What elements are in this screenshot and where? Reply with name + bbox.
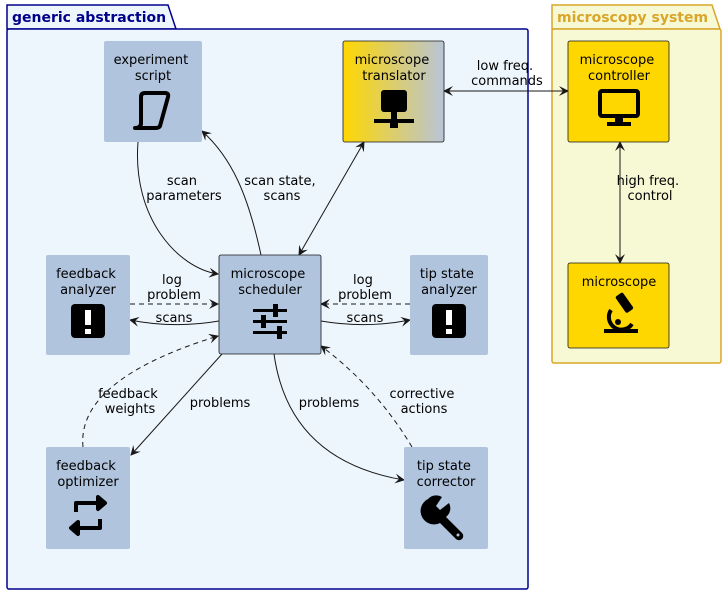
microscope-icon	[604, 292, 638, 333]
wrench-icon	[420, 495, 464, 541]
node-microscope-controller[interactable]: microscope controller	[567, 40, 670, 143]
svg-text:tip state corrector: tip state corrector	[417, 459, 476, 490]
edge-labels: scan parameters scan state, scans low fr…	[98, 59, 684, 417]
edge-scheduler-to-script	[201, 130, 262, 256]
label-fo-to-scheduler: feedback weights	[98, 387, 162, 417]
edges	[82, 86, 625, 484]
sliders-icon	[253, 304, 287, 339]
node-microscope-translator[interactable]: microscope translator	[342, 40, 445, 143]
label-controller-microscope: high freq. control	[617, 174, 684, 204]
package-title-microscopy: microscopy system	[557, 10, 708, 26]
node-microscope[interactable]: microscope	[567, 262, 670, 349]
edge-scheduler-to-tc	[273, 353, 405, 484]
label-scheduler-to-fo: problems	[190, 396, 251, 411]
svg-text:microscope: microscope	[582, 275, 657, 290]
label-scheduler-to-tc: problems	[299, 396, 360, 411]
alert-icon	[432, 304, 466, 338]
edge-scheduler-to-ta	[320, 316, 411, 327]
node-tip-state-analyzer[interactable]: tip state analyzer	[410, 255, 488, 355]
edge-script-to-scheduler	[136, 141, 219, 278]
svg-text:microscope translator: microscope translator	[355, 53, 434, 84]
svg-text:microscope controller: microscope controller	[580, 53, 659, 84]
monitor-icon	[598, 89, 640, 126]
label-scheduler-to-fa: scans	[156, 311, 193, 326]
network-icon	[374, 90, 414, 128]
package-title-generic: generic abstraction	[12, 10, 166, 26]
alert-icon	[71, 304, 105, 338]
edge-fo-to-scheduler	[82, 333, 219, 448]
label-ta-to-scheduler: log problem	[338, 273, 392, 303]
node-feedback-optimizer[interactable]: feedback optimizer	[46, 447, 130, 549]
edge-scheduler-to-fa	[129, 316, 220, 327]
svg-text:microscope scheduler: microscope scheduler	[231, 267, 310, 298]
label-script-to-scheduler: scan parameters	[146, 174, 222, 204]
node-microscope-scheduler[interactable]: microscope scheduler	[218, 254, 322, 355]
edge-scheduler-to-fo	[130, 353, 223, 456]
svg-text:feedback optimizer: feedback optimizer	[56, 459, 120, 490]
label-scheduler-to-script: scan state, scans	[244, 174, 319, 204]
label-translator-controller: low freq. commands	[471, 59, 543, 89]
svg-text:feedback analyzer: feedback analyzer	[56, 267, 120, 298]
svg-text:experiment script: experiment script	[114, 53, 193, 84]
node-feedback-analyzer[interactable]: feedback analyzer	[46, 255, 130, 355]
scroll-icon	[133, 91, 171, 130]
edge-tc-to-scheduler	[320, 345, 413, 448]
label-scheduler-to-ta: scans	[347, 311, 384, 326]
node-tip-state-corrector[interactable]: tip state corrector	[404, 447, 488, 549]
label-tc-to-scheduler: corrective actions	[390, 387, 459, 417]
node-experiment-script[interactable]: experiment script	[104, 41, 202, 142]
label-fa-to-scheduler: log problem	[147, 273, 201, 303]
svg-text:tip state analyzer: tip state analyzer	[420, 267, 478, 298]
edge-translator-scheduler	[298, 141, 365, 256]
retweet-icon	[69, 495, 107, 536]
